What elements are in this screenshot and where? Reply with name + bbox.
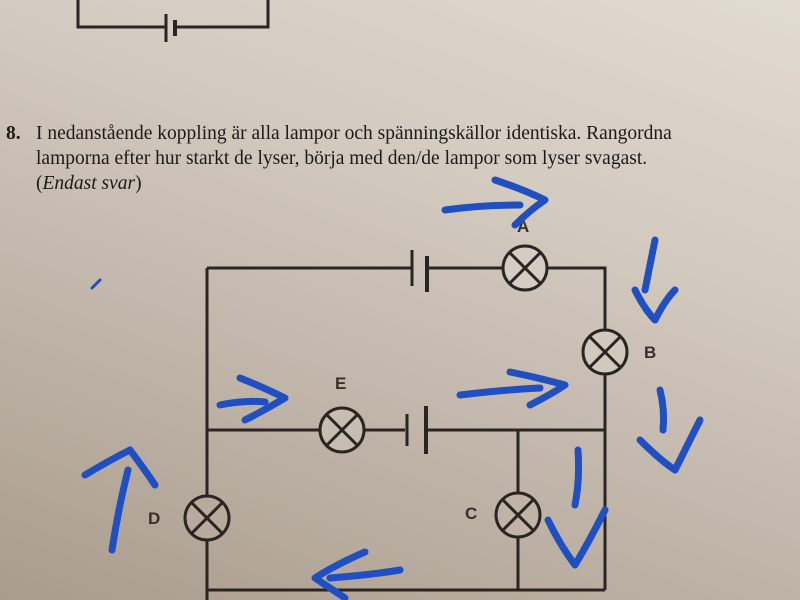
handdrawn-arrows [81, 176, 704, 600]
label-lamp-c: C [465, 504, 477, 523]
wire-top [207, 266, 607, 330]
arrow-b-top [631, 236, 679, 324]
arrow-c [544, 446, 609, 569]
question-instruction: (Endast svar) [36, 171, 672, 196]
lamp-b [581, 328, 629, 376]
battery-middle [405, 406, 428, 454]
lamp-c [494, 491, 542, 539]
label-lamp-e: E [335, 374, 346, 393]
lamp-d [183, 494, 231, 542]
label-lamp-b: B [644, 343, 656, 362]
label-lamp-d: D [148, 509, 160, 528]
arrow-d [81, 446, 159, 554]
question-text-line-2: lamporna efter hur starkt de lyser, börj… [36, 148, 648, 169]
arrow-bottom [311, 548, 404, 600]
lamp-e [318, 406, 366, 454]
answer-only-note: Endast svar [42, 173, 136, 194]
arrow-a [441, 176, 549, 229]
arrow-b-bottom [636, 386, 704, 474]
arrow-middle [456, 368, 569, 409]
arrow-e [216, 374, 289, 424]
question-text-line-1: I nedanstående koppling är alla lampor o… [36, 123, 672, 144]
previous-circuit-fragment [76, 0, 270, 42]
lamp-a [501, 244, 549, 292]
question-number: 8. [6, 123, 21, 144]
battery-top [410, 250, 429, 292]
paren-close: ) [135, 173, 142, 194]
paren-open: ( [36, 173, 43, 194]
stray-mark [90, 278, 102, 290]
